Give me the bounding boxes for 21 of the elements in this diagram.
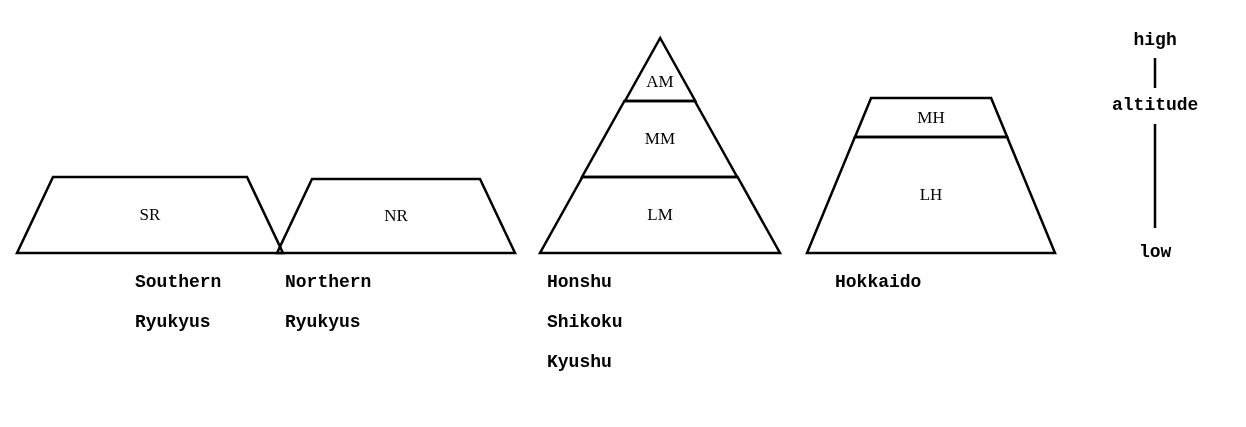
altitude-zone bbox=[540, 177, 780, 253]
region-label: Honshu Shikoku Kyushu bbox=[547, 271, 624, 374]
scale-label: high bbox=[1133, 30, 1177, 50]
zone-label: AM bbox=[645, 72, 675, 93]
zone-label: NR bbox=[383, 206, 409, 226]
scale-label: low bbox=[1139, 242, 1172, 262]
zone-label: MH bbox=[916, 107, 946, 128]
altitude-zone bbox=[277, 179, 515, 253]
scale-label: altitude bbox=[1112, 95, 1199, 115]
zone-label: SR bbox=[138, 205, 162, 225]
altitude-zone bbox=[624, 38, 696, 101]
region-label: Southern Ryukyus bbox=[135, 271, 223, 334]
zone-label: LM bbox=[646, 205, 674, 225]
altitude-zone bbox=[17, 177, 283, 253]
altitude-zone bbox=[582, 101, 738, 177]
zone-label: LH bbox=[918, 185, 944, 205]
region-label: Hokkaido bbox=[835, 271, 923, 294]
zone-label: MM bbox=[643, 129, 677, 149]
altitude-zone bbox=[807, 137, 1055, 253]
region-label: Northern Ryukyus bbox=[285, 271, 373, 334]
altitude-zone bbox=[854, 98, 1008, 137]
